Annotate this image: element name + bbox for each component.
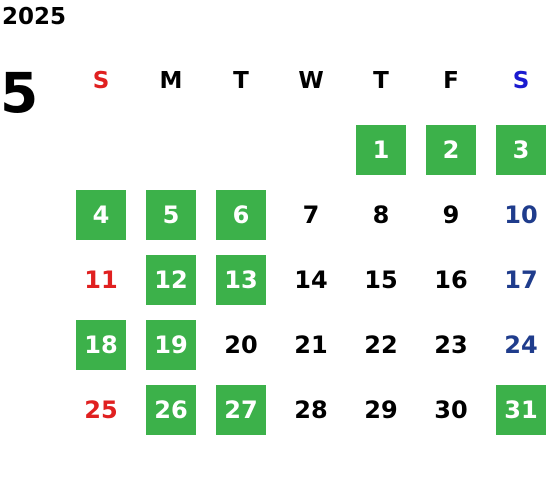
weekday-header: T: [233, 68, 249, 94]
day-cell[interactable]: 19: [146, 320, 196, 370]
day-cell[interactable]: 20: [224, 331, 258, 359]
day-cell[interactable]: 18: [76, 320, 126, 370]
day-cell[interactable]: 10: [504, 201, 538, 229]
day-cell[interactable]: 23: [434, 331, 468, 359]
day-cell[interactable]: 1: [356, 125, 406, 175]
weekday-header: T: [373, 68, 389, 94]
day-cell[interactable]: 30: [434, 396, 468, 424]
day-cell[interactable]: 3: [496, 125, 546, 175]
weekday-header: M: [159, 68, 183, 94]
weekday-header: F: [443, 68, 459, 94]
day-cell[interactable]: 25: [84, 396, 118, 424]
day-cell[interactable]: 7: [302, 201, 320, 229]
weekday-header: W: [298, 68, 324, 94]
day-cell[interactable]: 17: [504, 266, 538, 294]
day-cell[interactable]: 24: [504, 331, 538, 359]
day-cell[interactable]: 12: [146, 255, 196, 305]
day-cell[interactable]: 28: [294, 396, 328, 424]
day-cell[interactable]: 9: [442, 201, 460, 229]
day-cell[interactable]: 13: [216, 255, 266, 305]
day-cell[interactable]: 15: [364, 266, 398, 294]
month-number: 5: [0, 61, 39, 125]
day-cell[interactable]: 2: [426, 125, 476, 175]
day-cell[interactable]: 14: [294, 266, 328, 294]
day-cell[interactable]: 22: [364, 331, 398, 359]
day-cell[interactable]: 8: [372, 201, 390, 229]
day-cell[interactable]: 6: [216, 190, 266, 240]
day-cell[interactable]: 27: [216, 385, 266, 435]
day-cell[interactable]: 5: [146, 190, 196, 240]
day-cell[interactable]: 4: [76, 190, 126, 240]
day-cell[interactable]: 26: [146, 385, 196, 435]
weekday-header: S: [92, 68, 110, 94]
day-cell[interactable]: 21: [294, 331, 328, 359]
day-cell[interactable]: 11: [84, 266, 118, 294]
year-label: 2025: [2, 4, 67, 30]
day-cell[interactable]: 29: [364, 396, 398, 424]
weekday-header: S: [512, 68, 530, 94]
day-cell[interactable]: 16: [434, 266, 468, 294]
day-cell[interactable]: 31: [496, 385, 546, 435]
